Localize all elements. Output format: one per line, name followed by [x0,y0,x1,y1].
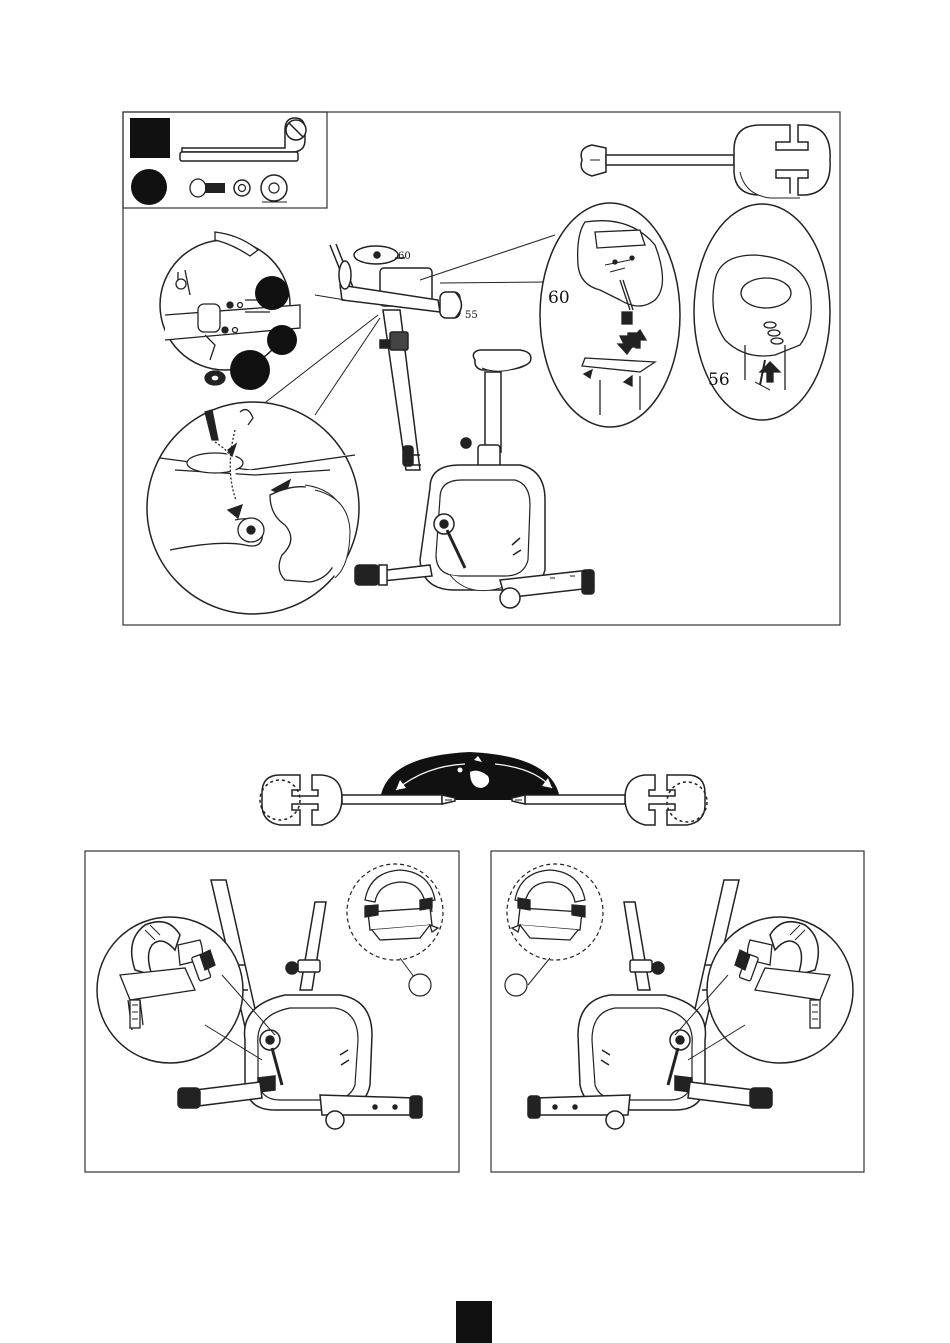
bolt-set-badge [131,169,167,205]
left-pedal-magnifier [97,917,243,1063]
hardware-legend [123,112,327,208]
part-60-label: 60 [548,288,570,308]
right-pedal-magnifier [707,917,853,1063]
left-pedal-detail-inset [347,864,443,996]
flat-washer-icon [261,175,287,201]
allen-key-icon [180,118,306,161]
part-56-label: 56 [708,370,730,390]
part-55-label: 55 [465,310,478,321]
bolt-detail-magnifier [160,232,300,390]
right-pedal-marker-circle [505,974,527,996]
left-pedal-marker-circle [409,974,431,996]
right-pedal-detail-inset [505,864,603,996]
bolt-callout-badge-2 [267,325,297,355]
bolt-callout-badge-3 [230,350,270,390]
cable-connection-magnifier [147,402,359,614]
bolt-icon [190,179,225,197]
multi-tool-icon [581,125,830,198]
page-number-block [456,1301,492,1343]
rotation-direction-badge [380,752,560,800]
step-number-badge [130,118,170,158]
part-60-small-label: 60 [398,251,411,262]
console-back-magnifier [540,203,680,427]
spring-washer-icon [234,180,250,196]
bolt-callout-badge-1 [255,276,289,310]
